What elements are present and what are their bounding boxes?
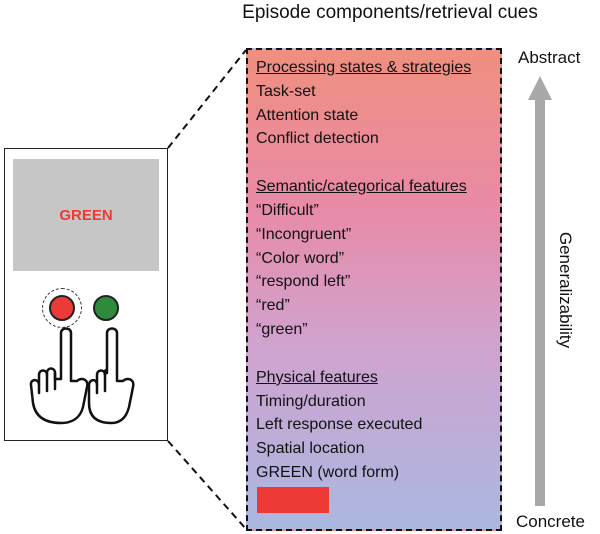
list-item: GREEN (word form): [256, 463, 400, 481]
list-item: “Difficult”: [256, 201, 319, 219]
list-item: Spatial location: [256, 440, 365, 458]
list-item: “green”: [256, 320, 308, 338]
list-item: Task-set: [256, 82, 316, 100]
right-pointing-hand-icon: [87, 327, 135, 425]
figure-title: Episode components/retrieval cues: [242, 2, 538, 23]
stroop-task-display: GREEN: [4, 148, 168, 441]
section-heading-processing: Processing states & strategies: [256, 59, 472, 76]
selected-response-ring: [42, 288, 82, 328]
list-item: “respond left”: [256, 273, 351, 291]
section-heading-semantic: Semantic/categorical features: [256, 178, 467, 196]
stimulus-screen: GREEN: [13, 159, 159, 271]
green-response-button: [93, 295, 119, 321]
concrete-label: Concrete: [516, 512, 585, 531]
red-response-button: [49, 295, 75, 321]
list-item: Attention state: [256, 106, 359, 124]
episode-components-panel: Processing states & strategies Task-set …: [246, 48, 502, 531]
list-item: “red”: [256, 297, 290, 315]
abstract-label: Abstract: [518, 48, 581, 67]
episode-components-list: Processing states & strategies Task-set …: [256, 56, 494, 485]
left-pointing-hand-icon: [29, 327, 89, 425]
stimulus-word: GREEN: [59, 207, 113, 224]
list-item: Left response executed: [256, 416, 423, 434]
list-item: Timing/duration: [256, 392, 366, 410]
section-heading-physical: Physical features: [256, 368, 378, 386]
red-color-swatch: [257, 487, 329, 513]
list-item: “Color word”: [256, 249, 345, 267]
list-item: Conflict detection: [256, 130, 379, 148]
list-item: “Incongruent”: [256, 225, 352, 243]
generalizability-label: Generalizability: [556, 231, 575, 349]
